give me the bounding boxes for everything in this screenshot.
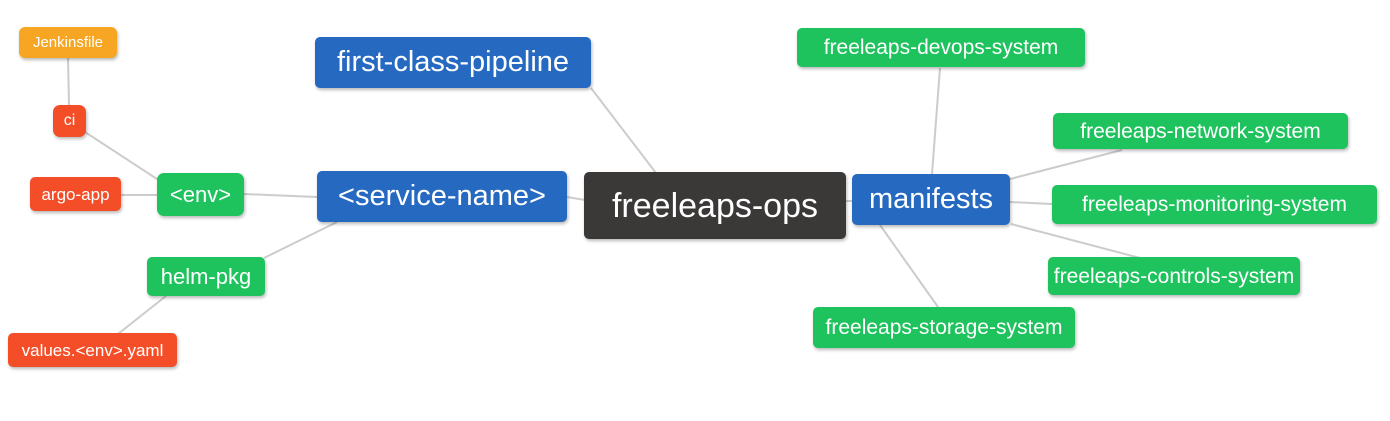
node-freeleaps-network-system[interactable]: freeleaps-network-system	[1053, 113, 1348, 149]
edge-ci-to-env	[84, 131, 161, 182]
node-ci[interactable]: ci	[53, 105, 86, 137]
node-values-env-yaml[interactable]: values.<env>.yaml	[8, 333, 177, 367]
edge-manifests-to-controls	[1010, 223, 1141, 259]
node-helm-pkg[interactable]: helm-pkg	[147, 257, 265, 296]
node-freeleaps-ops[interactable]: freeleaps-ops	[584, 172, 846, 239]
edge-service-name-to-helm-pkg	[263, 221, 338, 259]
node-service-name[interactable]: <service-name>	[317, 171, 567, 222]
edge-manifests-to-devops	[931, 67, 941, 175]
node-argo-app[interactable]: argo-app	[30, 177, 121, 211]
node-freeleaps-storage-system[interactable]: freeleaps-storage-system	[813, 307, 1075, 348]
node-freeleaps-monitoring-system[interactable]: freeleaps-monitoring-system	[1052, 185, 1377, 224]
edge-env-to-service-name	[243, 193, 318, 198]
edge-service-name-to-ops	[566, 196, 586, 201]
node-freeleaps-controls-system[interactable]: freeleaps-controls-system	[1048, 257, 1300, 295]
edge-helm-pkg-to-values-yaml	[117, 295, 167, 335]
edge-pipeline-to-ops	[590, 87, 657, 174]
node-env[interactable]: <env>	[157, 173, 244, 216]
node-manifests[interactable]: manifests	[852, 174, 1010, 225]
edge-jenkinsfile-to-ci	[67, 57, 70, 106]
edge-manifests-to-network	[1009, 149, 1123, 180]
edge-manifests-to-storage	[879, 224, 939, 308]
edge-manifests-to-monitoring	[1009, 201, 1053, 205]
node-first-class-pipeline[interactable]: first-class-pipeline	[315, 37, 591, 88]
node-jenkinsfile[interactable]: Jenkinsfile	[19, 27, 117, 58]
node-freeleaps-devops-system[interactable]: freeleaps-devops-system	[797, 28, 1085, 67]
